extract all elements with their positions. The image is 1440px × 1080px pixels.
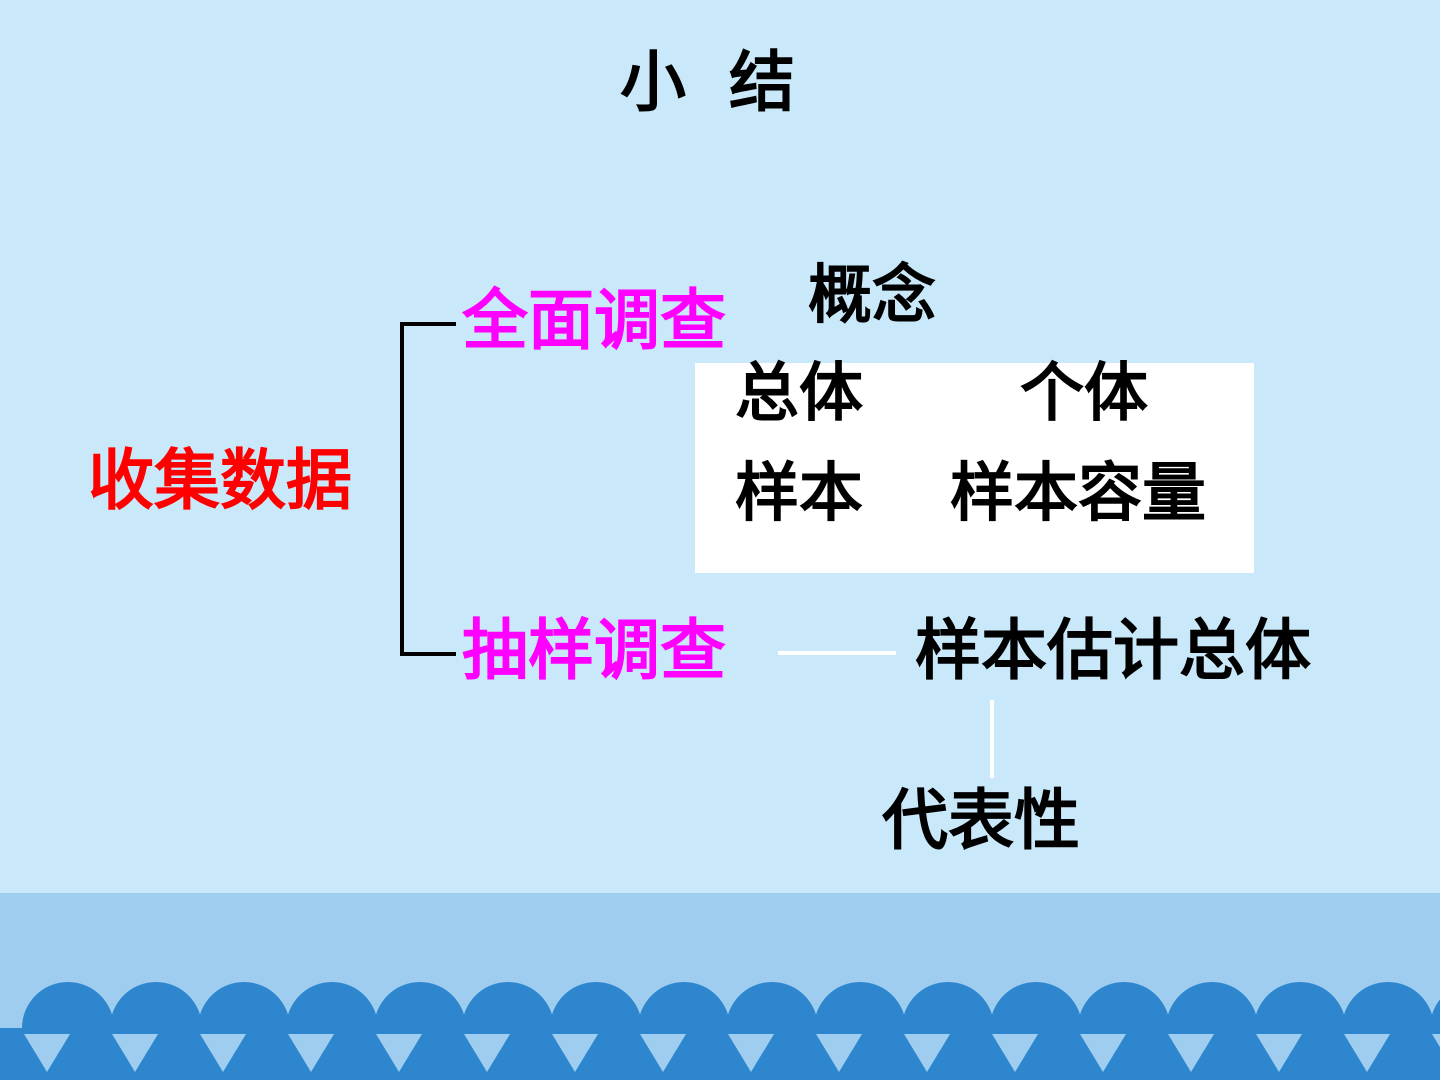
wave-notch (728, 1034, 774, 1072)
sampling-to-estimation-connector (778, 651, 896, 655)
wave-notch (816, 1034, 862, 1072)
branch-census: 全面调查 (462, 282, 726, 359)
wave-notch (464, 1034, 510, 1072)
term-sample-size: 样本容量 (950, 457, 1206, 531)
wave-notch (24, 1034, 70, 1072)
wave-notch (288, 1034, 334, 1072)
wave-notch (904, 1034, 950, 1072)
term-individual: 个体 (1020, 357, 1148, 431)
wave-notch (992, 1034, 1038, 1072)
concept-heading: 概念 (808, 259, 936, 333)
bracket-vertical-line (400, 322, 404, 654)
estimation-node: 样本估计总体 (915, 612, 1311, 689)
wave-notch (200, 1034, 246, 1072)
wave-notch (1080, 1034, 1126, 1072)
wave-notch (1256, 1034, 1302, 1072)
concept-box (695, 363, 1254, 573)
term-population: 总体 (735, 357, 863, 431)
representativeness-node: 代表性 (882, 782, 1080, 859)
bracket-bottom-connector (400, 652, 456, 656)
slide-title: 小 结 (620, 44, 805, 121)
bracket-top-connector (400, 322, 456, 326)
wave-notch (1344, 1034, 1390, 1072)
wave-notch (112, 1034, 158, 1072)
wave-pattern-decoration (0, 982, 1440, 1080)
wave-notch (376, 1034, 422, 1072)
term-sample: 样本 (735, 457, 863, 531)
wave-notch (1168, 1034, 1214, 1072)
estimation-to-representativeness-connector (990, 700, 994, 778)
wave-notch (552, 1034, 598, 1072)
branch-sampling-survey: 抽样调查 (462, 612, 726, 689)
root-node-collect-data: 收集数据 (88, 442, 352, 519)
wave-notch (640, 1034, 686, 1072)
